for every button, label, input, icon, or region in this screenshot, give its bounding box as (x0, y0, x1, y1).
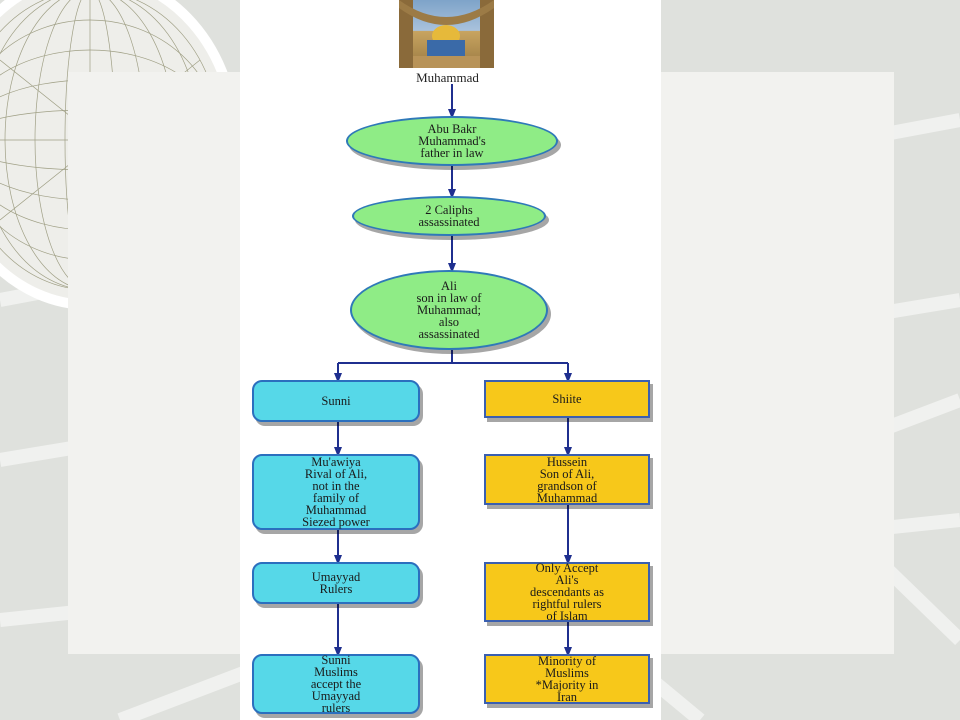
dome-photo (399, 0, 494, 68)
node-caliphs: 2 Caliphs assassinated (352, 196, 546, 236)
node-ali: Ali son in law of Muhammad; also assassi… (350, 270, 548, 350)
node-minority: Minority of Muslims *Majority in Iran (484, 654, 650, 704)
node-hussein: Hussein Son of Ali, grandson of Muhammad (484, 454, 650, 505)
node-abu-bakr: Abu Bakr Muhammad's father in law (346, 116, 558, 166)
node-muawiya: Mu'awiya Rival of Ali, not in the family… (252, 454, 420, 530)
node-shiite: Shiite (484, 380, 650, 418)
flowchart: Muhammad Abu Bakr Muhammad's father in l… (240, 0, 661, 720)
node-sunni: Sunni (252, 380, 420, 422)
node-umayyad: Umayyad Rulers (252, 562, 420, 604)
connector-lines (334, 84, 572, 657)
muhammad-caption: Muhammad (416, 70, 479, 85)
node-sunni-muslims: Sunni Muslims accept the Umayyad rulers (252, 654, 420, 714)
node-only-accept: Only Accept Ali's descendants as rightfu… (484, 562, 650, 622)
